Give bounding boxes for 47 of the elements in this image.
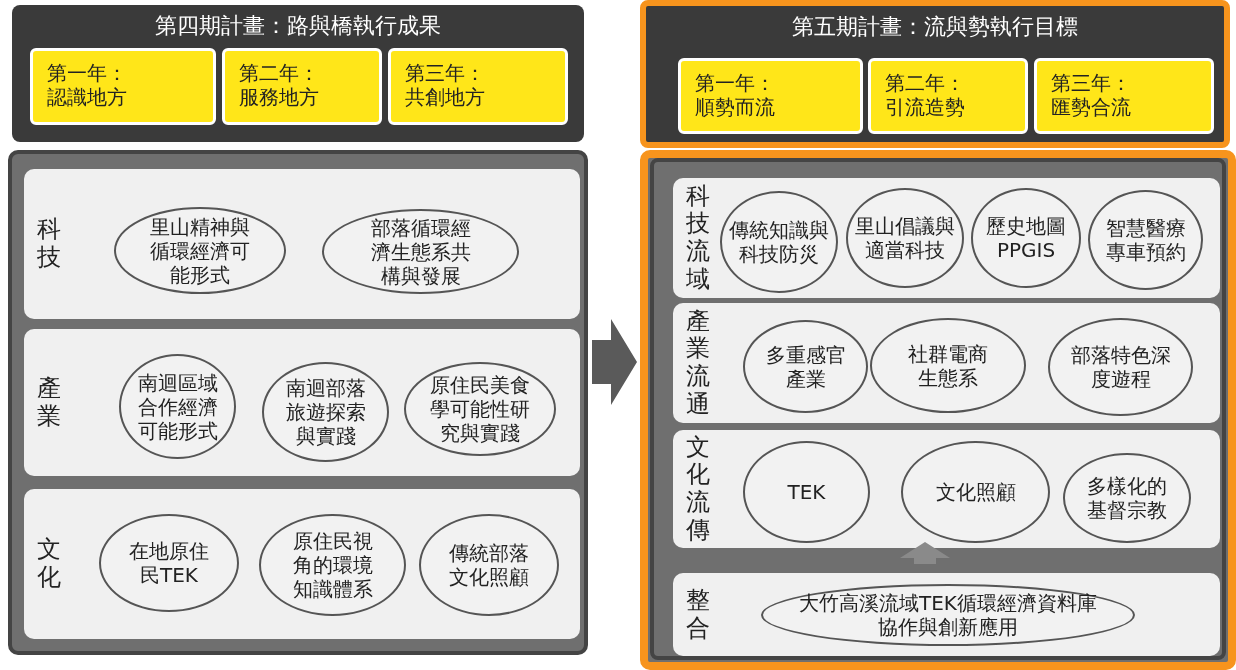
topic-ellipse: 在地原住民TEK bbox=[99, 514, 239, 612]
year-box: 第三年：匯勢合流 bbox=[1034, 58, 1214, 134]
row-label: 科技流域 bbox=[685, 180, 711, 295]
row-label: 科技 bbox=[36, 214, 62, 273]
year-box: 第二年：服務地方 bbox=[222, 48, 382, 125]
section-panel bbox=[640, 150, 1236, 670]
topic-ellipse: 里山倡議與適當科技 bbox=[846, 188, 964, 288]
block-arrow bbox=[592, 319, 637, 405]
row-label: 整合 bbox=[685, 584, 711, 644]
topic-ellipse: 原住民美食學可能性研究與實踐 bbox=[404, 362, 556, 456]
header-panel bbox=[12, 5, 584, 142]
category-panel bbox=[673, 303, 1220, 423]
year-box: 第一年：認識地方 bbox=[30, 48, 216, 125]
topic-ellipse: 多重感官產業 bbox=[743, 320, 868, 413]
topic-ellipse: 大竹高溪流域TEK循環經濟資料庫協作與創新應用 bbox=[761, 584, 1135, 646]
topic-ellipse: 原住民視角的環境知識體系 bbox=[259, 514, 406, 616]
topic-ellipse: 部落特色深度遊程 bbox=[1048, 318, 1193, 416]
row-label: 產業流通 bbox=[685, 305, 711, 420]
topic-ellipse: TEK bbox=[743, 441, 870, 543]
topic-ellipse: 多樣化的基督宗教 bbox=[1063, 453, 1191, 543]
block-arrow bbox=[900, 542, 950, 564]
year-box: 第三年：共創地方 bbox=[388, 48, 568, 125]
topic-ellipse: 智慧醫療專車預約 bbox=[1088, 190, 1203, 290]
topic-ellipse: 南迴部落旅遊探索與實踐 bbox=[262, 362, 389, 462]
category-panel bbox=[673, 178, 1220, 298]
topic-ellipse: 傳統部落文化照顧 bbox=[419, 514, 559, 616]
category-panel bbox=[673, 573, 1220, 656]
year-box: 第二年：引流造勢 bbox=[868, 58, 1028, 134]
category-panel bbox=[24, 489, 580, 639]
row-label: 產業 bbox=[36, 372, 62, 432]
year-box: 第一年：順勢而流 bbox=[678, 58, 863, 134]
topic-ellipse: 南迴區域合作經濟可能形式 bbox=[119, 354, 236, 459]
topic-ellipse: 文化照顧 bbox=[901, 441, 1050, 543]
topic-ellipse: 社群電商生態系 bbox=[870, 318, 1026, 413]
section-panel bbox=[8, 150, 588, 655]
topic-ellipse: 部落循環經濟生態系共構與發展 bbox=[322, 209, 519, 294]
header-panel bbox=[640, 0, 1230, 148]
category-panel bbox=[673, 430, 1220, 548]
panel-title: 第四期計畫：路與橋執行成果 bbox=[154, 12, 442, 40]
topic-ellipse: 里山精神與循環經濟可能形式 bbox=[114, 207, 286, 294]
row-label: 文化 bbox=[36, 534, 62, 593]
category-panel bbox=[24, 169, 580, 319]
topic-ellipse: 傳統知識與科技防災 bbox=[720, 191, 838, 293]
category-panel bbox=[24, 329, 580, 476]
row-label: 文化流傳 bbox=[685, 431, 711, 546]
topic-ellipse: 歷史地圖PPGIS bbox=[971, 188, 1081, 288]
panel-title: 第五期計畫：流與勢執行目標 bbox=[791, 13, 1079, 41]
